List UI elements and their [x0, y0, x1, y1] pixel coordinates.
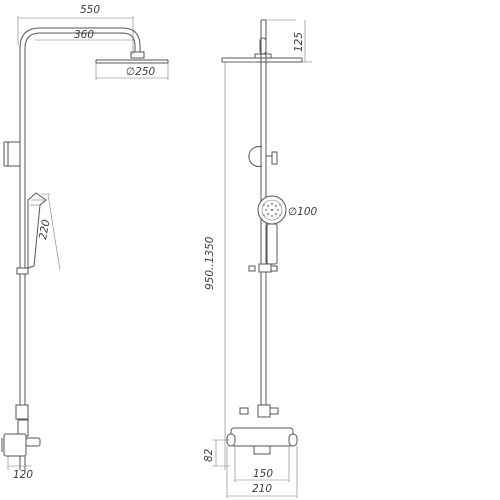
dimension-360: 360 — [35, 29, 135, 41]
side-view: 550 360 ∅250 — [1, 4, 169, 481]
lower-connection-side: 120 — [1, 404, 41, 481]
hand-head-front: ∅100 — [257, 195, 318, 265]
dimension-125: 125 — [266, 19, 312, 63]
dim-label-adjust-height: 950..1350 — [204, 236, 216, 290]
dimension-150: 150 — [234, 446, 290, 482]
slider-front — [248, 263, 278, 273]
dim-label-head-diameter: ∅250 — [126, 66, 156, 78]
dim-label-210: 210 — [252, 483, 272, 495]
front-view: 125 ∅1 — [203, 19, 318, 498]
dim-label-150: 150 — [253, 468, 273, 480]
mixer-front — [226, 404, 298, 455]
dimension-550: 550 — [17, 4, 134, 55]
dim-label-360: 360 — [74, 29, 94, 41]
slider-side — [16, 267, 29, 275]
wall-bracket-front — [248, 146, 278, 167]
dimension-adjust: 950..1350 — [204, 61, 258, 470]
hand-shower-side: 220 — [27, 192, 61, 271]
dim-label-82: 82 — [203, 448, 215, 462]
wall-bracket-upper — [3, 141, 21, 167]
rain-head-front — [221, 37, 303, 63]
dimension-82: 82 — [203, 439, 230, 467]
rain-head-side: ∅250 — [95, 51, 169, 80]
riser-pipe — [19, 27, 141, 470]
dim-label-hand-head-diameter: ∅100 — [288, 206, 318, 218]
dim-label-125: 125 — [293, 32, 305, 52]
dim-label-120: 120 — [13, 469, 33, 481]
dim-label-hand-shower: 220 — [37, 218, 52, 240]
dim-label-550: 550 — [80, 4, 100, 16]
dimension-210: 210 — [226, 446, 298, 498]
